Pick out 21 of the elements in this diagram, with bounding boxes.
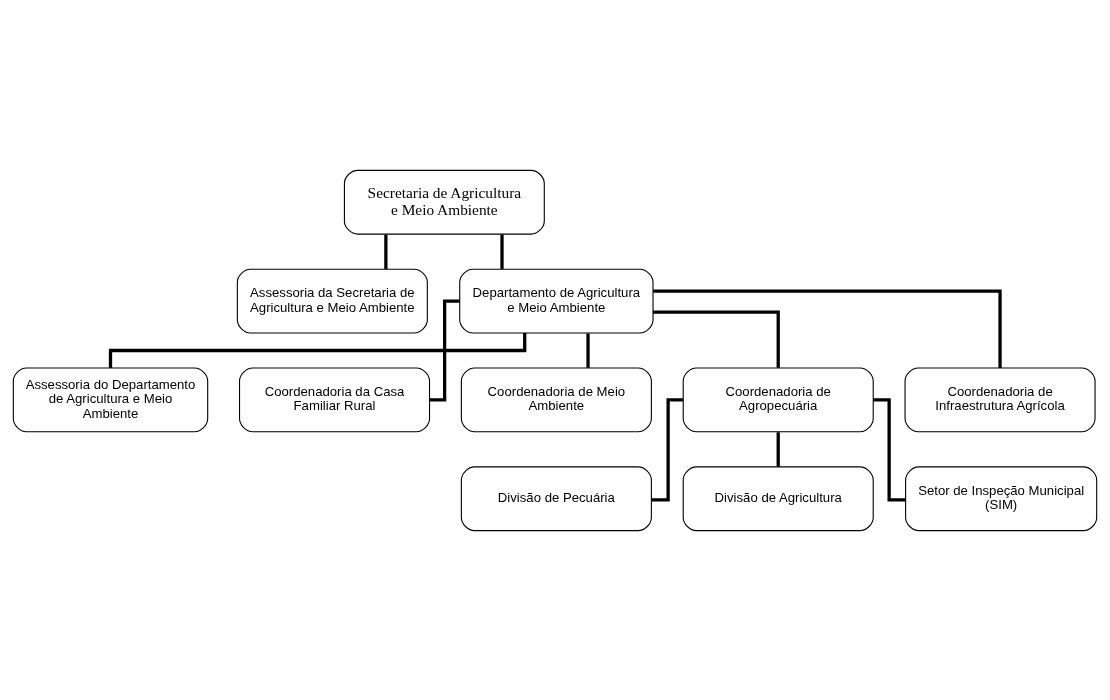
connector <box>384 234 388 269</box>
node-box: Departamento de Agricultura e Meio Ambiente <box>459 268 654 333</box>
node-box: Divisão de Pecuária <box>460 465 652 531</box>
node-box: Coordenadoria da Casa Familiar Rural <box>239 367 431 432</box>
node-box: Assessoria da Secretaria de Agricultura e Meio Ambiente <box>236 268 428 333</box>
node-box: Coordenadoria de Meio Ambiente <box>460 367 652 432</box>
connector <box>108 332 527 368</box>
connector <box>653 309 780 368</box>
node-box: Secretaria de Agricultura e Meio Ambiente <box>343 169 545 235</box>
connector <box>500 234 504 269</box>
connector <box>776 431 780 467</box>
node-box: Assessoria do Departamento de Agricultura e Meio Ambiente <box>12 367 209 432</box>
node-box: Coordenadoria de Infraestrutura Agrícola <box>904 367 1096 432</box>
connector <box>586 332 590 368</box>
node-box: Setor de Inspeção Municipal (SIM) <box>905 465 1098 531</box>
connector <box>653 289 1002 368</box>
connector <box>873 397 906 501</box>
node-box: Divisão de Agricultura <box>682 465 874 531</box>
node-box: Coordenadoria de Agropecuária <box>682 367 874 432</box>
connector <box>651 397 683 501</box>
connector <box>429 298 460 402</box>
